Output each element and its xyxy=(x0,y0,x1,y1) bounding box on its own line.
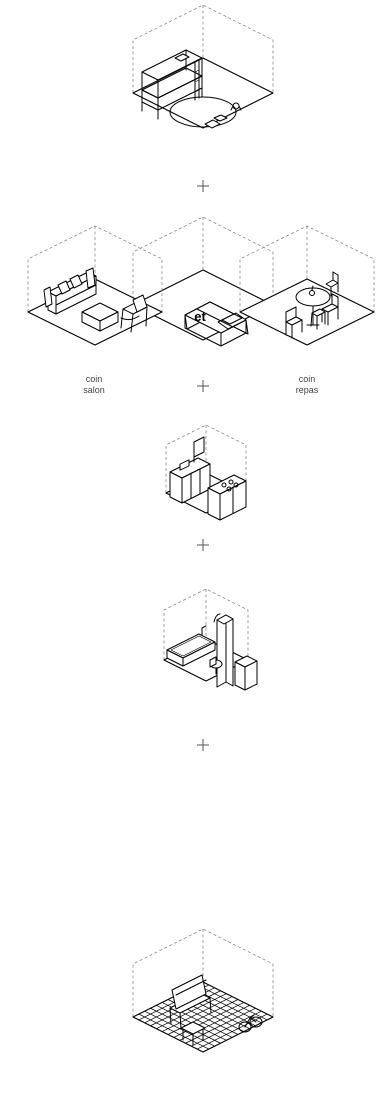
double-bed xyxy=(184,301,249,347)
svg-text:salon: salon xyxy=(83,385,105,395)
round-table xyxy=(295,285,331,326)
module-tiled-terrace xyxy=(132,928,274,1053)
module-kitchen xyxy=(165,424,247,521)
floor-plane xyxy=(239,278,375,346)
svg-text:coin: coin xyxy=(86,374,103,384)
connector-et: et xyxy=(194,309,206,324)
label-living-corner: coin salon xyxy=(83,374,105,395)
module-living-corner xyxy=(27,225,163,346)
bathtub xyxy=(166,613,221,667)
module-double-bed-room xyxy=(132,216,274,347)
tile-line xyxy=(197,1013,268,1050)
partition-wall xyxy=(216,614,234,688)
room-wireframe xyxy=(132,928,274,1017)
label-dining-corner: coin repas xyxy=(296,374,319,395)
lounge-chair xyxy=(169,974,212,1030)
coffee-table xyxy=(81,302,119,332)
plus-sign xyxy=(197,539,209,551)
svg-text:repas: repas xyxy=(296,385,319,395)
dining-chair xyxy=(321,293,339,326)
small-toy xyxy=(230,102,242,111)
dining-chair xyxy=(285,306,303,339)
module-bathroom xyxy=(163,588,258,691)
plus-sign xyxy=(197,380,209,392)
kitchen-counter-front xyxy=(207,474,247,521)
kitchen-counter-back xyxy=(169,452,211,504)
room-wireframe xyxy=(163,588,249,660)
dining-chair xyxy=(310,308,326,330)
svg-text:coin: coin xyxy=(299,374,316,384)
toilet xyxy=(209,656,223,675)
tile-line xyxy=(197,984,268,1021)
round-rug xyxy=(169,96,237,128)
floor-cushions xyxy=(204,114,228,129)
dining-chair xyxy=(325,271,339,297)
side-table xyxy=(180,1021,206,1046)
sofa xyxy=(43,267,97,315)
storage-cabinet xyxy=(234,655,258,691)
room-wireframe xyxy=(132,4,274,93)
plus-sign xyxy=(197,739,209,751)
armchair xyxy=(120,294,148,333)
bicycle xyxy=(238,1014,263,1033)
floor-plane xyxy=(132,269,274,341)
room-wireframe xyxy=(239,225,375,312)
wall-cabinet xyxy=(193,436,205,458)
room-wireframe xyxy=(27,225,163,312)
module-dining-corner xyxy=(239,225,375,346)
room-wireframe xyxy=(132,216,274,305)
plus-sign xyxy=(197,180,209,192)
module-bunk-bed-room xyxy=(132,4,274,129)
bunk-bed xyxy=(141,49,203,120)
